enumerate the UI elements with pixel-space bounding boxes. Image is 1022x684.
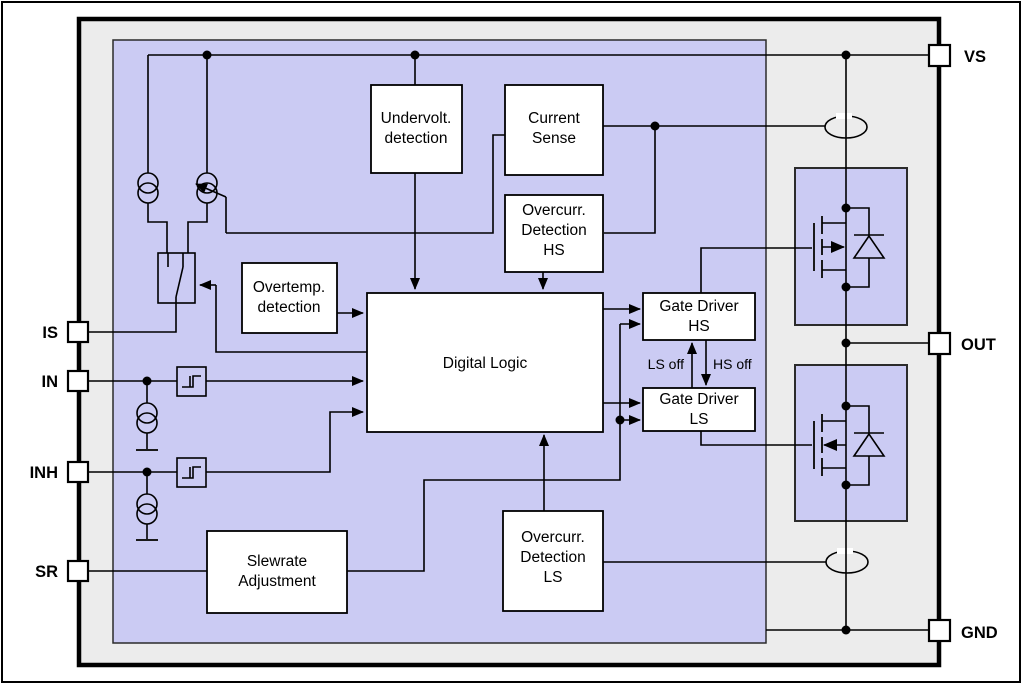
vs-pin-label: VS xyxy=(964,48,986,66)
slewrate-label-1: Slewrate xyxy=(247,553,307,570)
vs-pin xyxy=(927,43,952,68)
overcurr-ls-label-3: LS xyxy=(544,569,563,586)
junction-dot xyxy=(841,203,851,213)
is-current-source-icon xyxy=(137,172,159,204)
out-pin xyxy=(927,331,952,356)
junction-dot xyxy=(841,480,851,490)
hs-mosfet-region xyxy=(794,167,908,326)
ls-body-diode-icon xyxy=(852,432,886,457)
junction-dot xyxy=(841,338,851,348)
gdhs-gate-wire xyxy=(700,247,812,293)
sense-switch-icon xyxy=(157,252,196,304)
current-sense-block xyxy=(504,84,604,176)
overcurr-hs-label-1: Overcurr. xyxy=(522,202,586,219)
in-pin xyxy=(66,369,90,393)
junction-dot xyxy=(841,50,851,60)
current-sense-label-2: Sense xyxy=(532,130,576,147)
overtemp-label-1: Overtemp. xyxy=(253,279,325,296)
inh-pin xyxy=(66,460,90,484)
hs-body-arrow xyxy=(831,241,845,253)
overcurr-ls-label-1: Overcurr. xyxy=(521,529,585,546)
undervolt-label-2: detection xyxy=(385,130,448,147)
undervolt-detection-block xyxy=(370,84,463,174)
sr-pin xyxy=(66,559,90,583)
in-schmitt-trigger-icon xyxy=(176,366,207,397)
inh-schmitt-trigger-icon xyxy=(176,457,207,488)
digital-logic-block xyxy=(366,292,604,433)
slewrate-route-wire xyxy=(347,324,621,572)
inh-to-logic-arrow xyxy=(206,407,364,473)
cs2-adjust-arrow xyxy=(195,183,227,198)
hs-off-label: HS off xyxy=(713,356,752,372)
junction-dot xyxy=(142,467,152,477)
junction-dot xyxy=(202,50,212,60)
gate-driver-ls-block xyxy=(642,387,756,432)
junction-dot xyxy=(410,50,420,60)
is-wire xyxy=(88,297,177,333)
gdls-gate-wire xyxy=(700,431,812,446)
overcurr-hs-label-3: HS xyxy=(543,242,565,259)
is-pin xyxy=(66,320,90,344)
inh-pin-label: INH xyxy=(30,464,58,482)
ls-off-label: LS off xyxy=(648,356,684,372)
junction-dot xyxy=(841,282,851,292)
overtemp-label-2: detection xyxy=(258,299,321,316)
slewrate-label-2: Adjustment xyxy=(238,573,316,590)
gate-driver-ls-label-2: LS xyxy=(690,411,709,428)
overtemp-detection-block xyxy=(241,262,338,334)
overcurr-detection-hs-block xyxy=(504,194,604,273)
junction-dots xyxy=(142,50,851,635)
in-pin-label: IN xyxy=(42,373,59,391)
switch-control-wire xyxy=(215,285,367,353)
overcurr-hs-label-2: Detection xyxy=(521,222,586,239)
cs1-bottom-wire xyxy=(147,203,168,253)
gate-driver-hs-label-2: HS xyxy=(688,318,710,335)
undervolt-label-1: Undervolt. xyxy=(381,110,452,127)
gate-driver-hs-label-1: Gate Driver xyxy=(659,298,738,315)
sr-pin-label: SR xyxy=(35,563,58,581)
sense-ref-wire xyxy=(226,134,505,234)
wires xyxy=(88,54,930,631)
junction-dot xyxy=(841,625,851,635)
gnd-pin xyxy=(927,618,952,643)
inh-current-source-icon xyxy=(136,493,158,525)
is-current-source-adj-icon xyxy=(196,172,218,204)
overcurr-detection-ls-block xyxy=(502,510,604,612)
hs-mosfet-symbol xyxy=(813,207,886,288)
hs-body-diode-icon xyxy=(852,234,886,259)
switch-lever xyxy=(175,266,184,298)
junction-dot xyxy=(841,401,851,411)
in-current-source-icon xyxy=(136,402,158,434)
digital-logic-label: Digital Logic xyxy=(443,355,528,372)
gnd-pin-label: GND xyxy=(961,624,998,642)
ls-body-arrow xyxy=(823,439,837,451)
slewrate-adjustment-block xyxy=(206,530,348,614)
junction-dot xyxy=(615,415,625,425)
ls-mosfet-region xyxy=(794,364,908,522)
ls-mosfet-symbol xyxy=(813,405,886,486)
current-sense-label-1: Current xyxy=(528,110,580,127)
gate-driver-ls-label-1: Gate Driver xyxy=(659,391,738,408)
cs2-bottom-wire xyxy=(187,203,208,253)
overcurr-ls-label-2: Detection xyxy=(520,549,585,566)
sense-to-overcurr-hs-wire xyxy=(604,126,656,234)
out-pin-label: OUT xyxy=(961,336,996,354)
is-pin-label: IS xyxy=(42,324,58,342)
gate-driver-hs-block xyxy=(642,292,756,341)
junction-dot xyxy=(142,376,152,386)
junction-dot xyxy=(650,121,660,131)
